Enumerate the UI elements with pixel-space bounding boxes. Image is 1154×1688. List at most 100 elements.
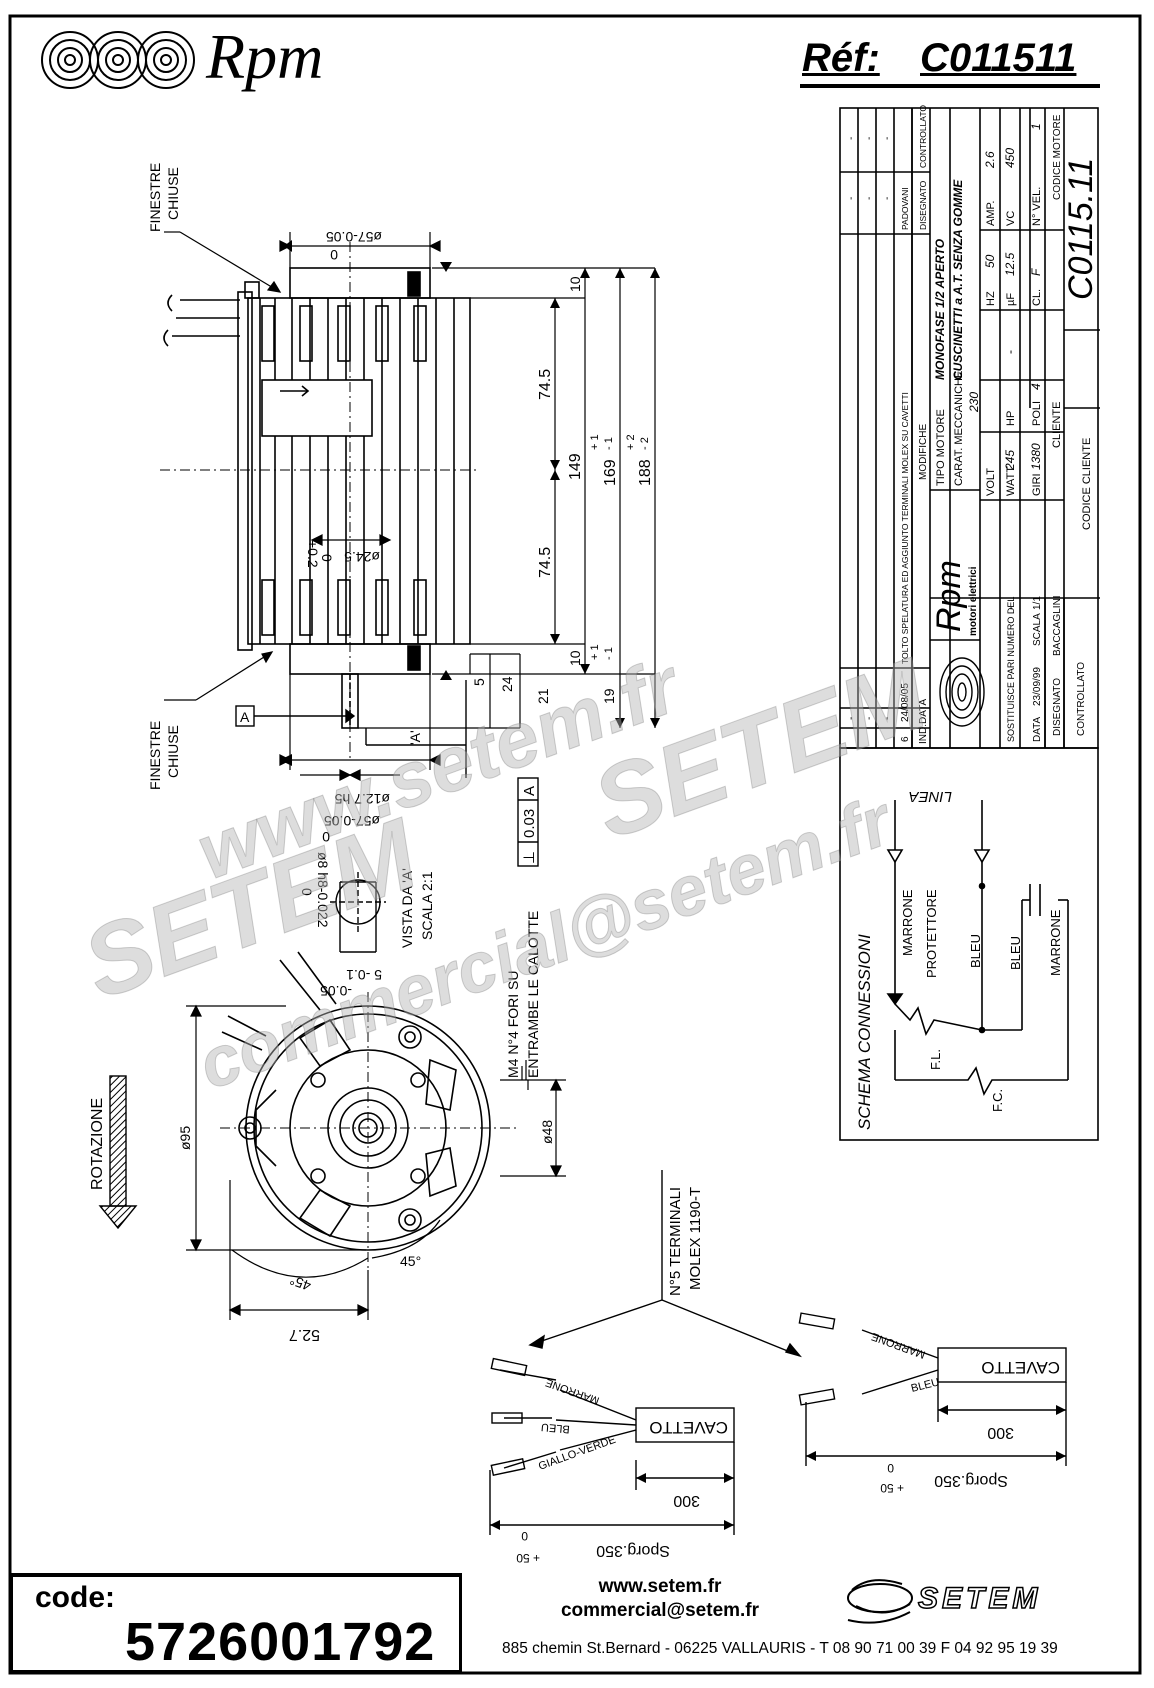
carat-value: CUSCINETTI a A.T. SENZA GOMME [951,179,965,380]
right-marrone: MARRONE [870,1330,927,1361]
padovani: PADOVANI [900,187,910,230]
schema-bleu-a: BLEU [968,934,983,968]
cliente-label: CLIENTE [1051,402,1063,448]
scala2-value: 1/1 [1032,596,1043,610]
title-coil-logo-icon [939,657,985,727]
cable-dim-arrows [490,1405,1066,1530]
dim-21: 21 [535,688,551,704]
rotazione-label: ROTAZIONE [89,1098,106,1190]
giri-label: GIRI [1031,473,1043,496]
left-cavetto: CAVETTO [649,1418,728,1437]
rev-text: TOLTO SPELATURA ED AGGIUNTO TERMINALI MO… [900,392,910,664]
disegnato2-value: BACCAGLINI [1052,595,1063,656]
dim-527: 52.7 [289,1326,320,1343]
vista-label: VISTA DA 'A' [399,868,415,948]
codice-motore-label: CODICE MOTORE [1052,114,1063,200]
rev-date: 24/08/05 [900,683,911,722]
dash-2: - [864,197,875,200]
title-brand: Rpm [930,560,968,632]
dash-1: - [846,197,857,200]
footer-website[interactable]: www.setem.fr [598,1576,722,1597]
dash-6: - [882,137,893,140]
footer-email[interactable]: commercial@setem.fr [560,1600,760,1621]
ind-label: IND. [918,724,929,744]
arc-45b [371,1219,441,1259]
dim-d24-label: ø24.5 [344,549,380,565]
codice-cliente-label: CODICE CLIENTE [1081,438,1093,530]
code-label: code: [35,1581,116,1614]
cl-label: CL. [1031,289,1043,306]
terminali-label: N°5 TERMINALI [667,1187,684,1296]
cable-drawings [489,1170,1067,1535]
dim-10-top: 10 [567,276,583,292]
code-value: 5726001792 [125,1612,436,1672]
sostituisce-value: - [1005,606,1017,610]
uf-value: 12.5 [1003,252,1017,276]
volt-value: 230 [967,392,981,413]
dim-45b: 45° [400,1253,421,1269]
left-marrone: MARRONE [544,1376,601,1407]
dash-3: - [882,197,893,200]
codice-motore-value: C0115.11 [1062,158,1100,300]
sheet-frame [8,14,1142,1675]
datum-a: A [240,709,250,725]
left-bleu: BLEU [541,1421,571,1435]
sostituisce-label: SOSTITUISCE PARI NUMERO DEL [1006,597,1016,742]
data2-label: DATA [1032,716,1043,742]
amp-value: 2.6 [983,151,997,169]
dash-7: - [846,717,857,720]
poli-value: 4 [1029,383,1043,390]
hz-label: HZ [985,291,997,306]
rotation-arrow-icon [98,1075,138,1230]
hz-value: 50 [983,254,997,268]
dim-arrows [280,240,660,766]
schema-title: SCHEMA CONNESSIONI [855,934,874,1130]
dim-d57-bottom [279,674,441,770]
right-bleu: BLEU [910,1376,941,1395]
dash-4: - [846,137,857,140]
dim-149: 149 [567,453,584,480]
dim-169-tol: + 1 [589,434,601,450]
dim-5-01: 5 -0.1 [346,967,382,983]
dim-d8-zero: 0 [299,888,315,896]
disegnato2-label: DISEGNATO [1052,678,1063,736]
title-brand-sub: motori elettrici [968,566,979,636]
dim-d127 [300,769,400,781]
dim-d57-top-label: ø57-0.05 [326,229,382,245]
disegnato-label: DISEGNATO [918,180,928,230]
vc-label: VC [1005,211,1017,226]
rpm-logo-coil-icon [41,31,195,89]
dim-d24-tol: +0.2 [305,540,321,568]
data2-value: 23/09/99 [1032,667,1043,706]
footer-logo-text: SETEM [917,1581,1042,1616]
dim-d57-bottom-label: ø57-0.05 [324,813,380,829]
fori-label: M4 N°4 FORI SU [505,970,521,1078]
right-sporg: Sporg.350 [934,1472,1008,1489]
tolerance-perp: ⊥ [521,851,538,864]
modifiche-label: MODIFICHE [918,424,929,480]
dim-10-tol: + 1 [589,644,601,660]
dash-9: - [882,717,893,720]
datum-frame [235,680,539,867]
controllato2-label: CONTROLLATO [1076,662,1087,736]
dim-19: 19 [601,688,617,704]
right-sporg-tol: 0 [887,1461,894,1475]
tolerance-datum: A [521,786,538,796]
brand-rpm: Rpm [206,21,324,92]
dim-d8: ø8 h8-0.022 [315,852,331,928]
dim-74-top: 74.5 [537,369,554,400]
controllato-label: CONTROLLATO [918,105,928,168]
rev-index: 6 [900,736,911,742]
shaft-detail [330,872,386,953]
finestre-top-2: CHIUSE [165,167,181,220]
dim-5: 5 [471,678,487,686]
left-sporg: Sporg.350 [596,1542,670,1559]
dim-74-bottom: 74.5 [537,547,554,578]
schema-marrone-b: MARRONE [1048,909,1063,976]
poli-label: POLI [1031,401,1043,426]
carat-label: CARAT. MECCANICHE [953,371,965,486]
nvel-label: N° VEL. [1031,187,1043,226]
fori-label-2: ENTRAMBE LE CALOTTE [525,911,541,1078]
volt-label: VOLT [985,468,997,496]
